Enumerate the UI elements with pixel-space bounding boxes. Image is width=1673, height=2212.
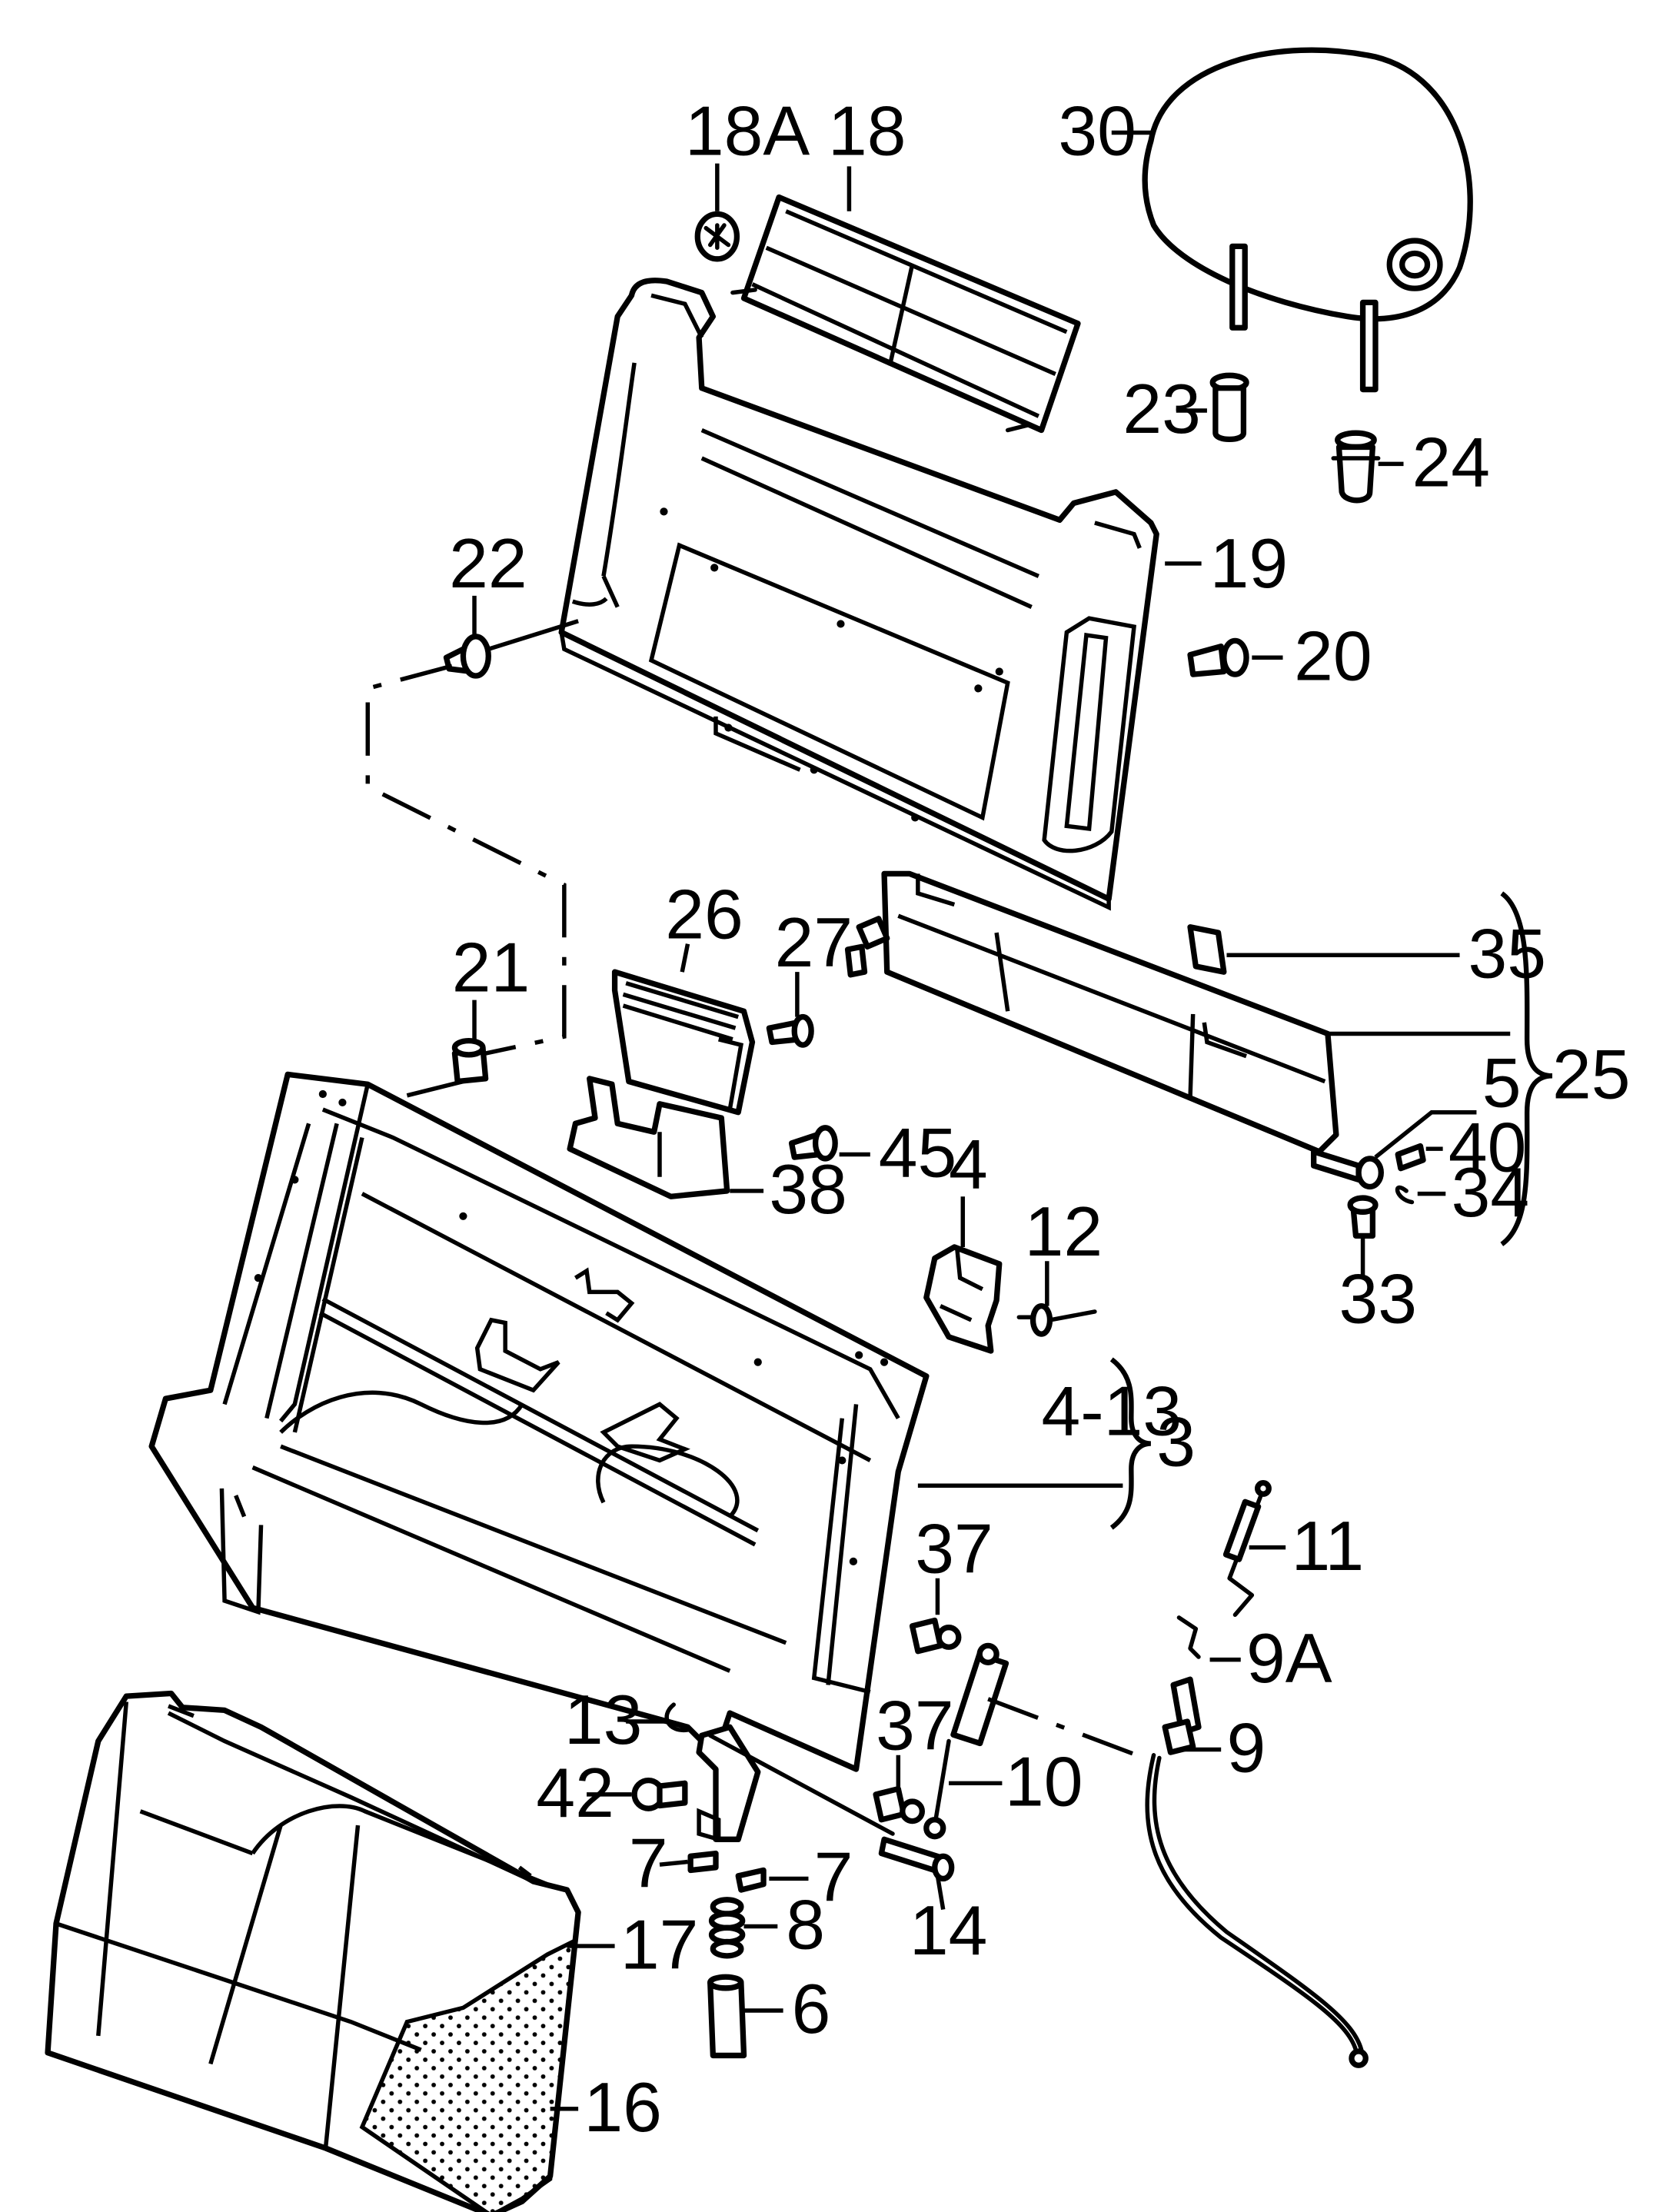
callout-30: 30 [1058,92,1136,171]
brace-group-25 [1500,891,1553,1246]
bolt-part-33[interactable] [1347,1195,1379,1239]
pass-through-cover-part-18[interactable] [730,194,1081,434]
clip-part-20[interactable] [1187,637,1249,677]
lock-part-4[interactable] [923,1244,1003,1354]
callout-33: 33 [1339,1260,1418,1339]
bolt-part-37a[interactable] [909,1617,962,1655]
callout-34: 34 [1452,1153,1530,1232]
callout-14: 14 [910,1891,988,1970]
emblem-part-18a[interactable] [694,211,740,262]
bolt-part-37b[interactable] [873,1785,926,1824]
callout-3: 3 [1156,1403,1196,1482]
leader-lines [406,130,1511,2111]
screw-part-27[interactable] [766,1013,814,1048]
spring-part-8[interactable] [708,1897,746,1959]
pin-part-40[interactable] [1395,1143,1426,1172]
washer-part-5[interactable] [1355,1156,1384,1190]
rod-part-9a[interactable] [1176,1615,1201,1659]
callout-19: 19 [1210,524,1289,603]
callout-35: 35 [1468,914,1546,993]
callout-22: 22 [449,524,527,603]
callout-26: 26 [665,875,743,953]
callout-18a: 18A [685,92,810,171]
callout-7-left: 7 [629,1824,668,1902]
callout-45: 45 [879,1114,957,1192]
clip-part-21[interactable] [451,1037,489,1085]
headrest-part-30[interactable] [1142,47,1473,393]
alignment-line-strut-cable [987,1697,1138,1758]
callout-42: 42 [536,1754,614,1832]
callout-40: 40 [1448,1108,1527,1186]
rail-part-25[interactable] [844,870,1362,1183]
callout-38: 38 [769,1150,847,1229]
module-part-26[interactable] [611,969,756,1116]
callout-20: 20 [1294,617,1372,695]
clip-part-34[interactable] [1395,1185,1415,1205]
callout-24: 24 [1412,424,1490,502]
callout-17: 17 [620,1905,699,1984]
backrest-panel-part-19[interactable] [558,278,1159,911]
callout-12: 12 [1025,1192,1103,1271]
callout-11: 11 [1291,1507,1364,1585]
callout-37-lower: 37 [876,1686,954,1765]
callout-9a: 9A [1246,1619,1332,1698]
clip-part-35[interactable] [1187,924,1227,975]
pin-part-7b[interactable] [735,1867,767,1893]
headrest-guide-part-24[interactable] [1331,430,1381,504]
callout-13: 13 [564,1681,643,1759]
screw-part-45[interactable] [788,1125,838,1162]
callout-9: 9 [1226,1709,1266,1788]
callout-4: 4 [949,1125,988,1203]
sleeve-part-6[interactable] [707,1974,747,2059]
pin-part-14[interactable] [878,1836,955,1882]
callout-25: 25 [1552,1035,1631,1113]
bolt-part-12[interactable] [1016,1302,1097,1337]
callout-4-13: 4-13 [1042,1372,1182,1451]
pin-part-7a[interactable] [687,1850,719,1874]
callout-6: 6 [792,1970,831,2048]
callout-10: 10 [1005,1743,1083,1821]
callout-23: 23 [1123,370,1201,448]
bracket-part-38[interactable] [567,1076,730,1199]
bolt-part-42[interactable] [631,1778,688,1811]
clip-part-13[interactable] [664,1702,690,1732]
headrest-guide-part-23[interactable] [1209,372,1249,443]
callout-5: 5 [1482,1043,1522,1122]
backrest-frame-part-3[interactable] [148,1071,930,1772]
gas-strut-part-10[interactable] [923,1642,1009,1840]
callout-21: 21 [452,929,531,1007]
bracket-lower-assembly[interactable] [696,1724,895,1842]
cable-part-9[interactable] [1145,1676,1369,2068]
callout-7-right: 7 [814,1838,853,1917]
callout-37-upper: 37 [915,1509,993,1588]
callout-18: 18 [828,92,906,171]
screw-part-22[interactable] [443,634,491,679]
callout-8: 8 [786,1886,825,1964]
foam-pad-part-16[interactable] [359,1937,578,2212]
brace-group-3 [1109,1357,1152,1530]
rod-part-11[interactable] [1222,1479,1272,1617]
callout-16: 16 [584,2068,662,2147]
callout-27: 27 [775,903,853,982]
